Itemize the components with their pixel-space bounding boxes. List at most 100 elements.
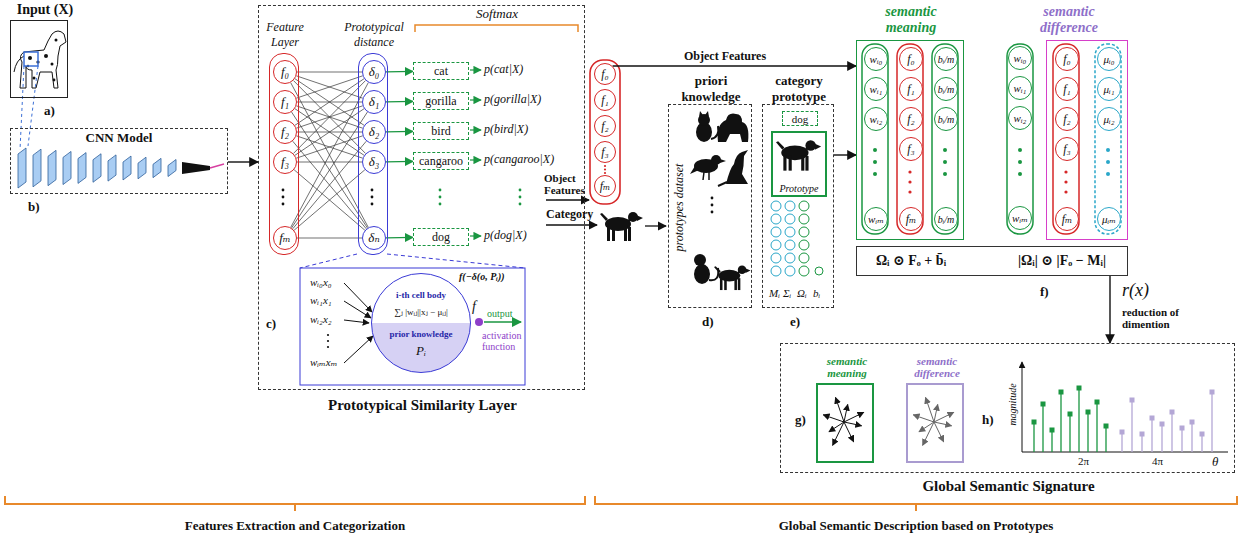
node-text: cat (414, 64, 468, 79)
prototypes-dataset: priori knowledgeprototypes dataset (668, 104, 752, 308)
illustration-part (327, 340, 329, 342)
illustration-part (604, 172, 606, 174)
illustration-part (1064, 180, 1067, 183)
node-text: f₂ (595, 119, 615, 134)
illustration-part (182, 162, 210, 174)
annotation-label: output (487, 308, 513, 319)
node-text: wᵢ₂ (865, 113, 887, 125)
illustration-part (932, 44, 958, 234)
node-text: prototypes dataset (672, 158, 687, 258)
category-dog (600, 212, 643, 241)
illustration-part (711, 211, 714, 214)
node-text: f₁ (900, 82, 922, 97)
category-box: gorilla (413, 92, 469, 110)
illustration-part (908, 180, 911, 183)
illustration-part (934, 412, 954, 422)
node-text: μᵢ₂ (1098, 113, 1120, 125)
illustration-part (1041, 402, 1046, 407)
connector (296, 76, 362, 98)
illustration-part (785, 227, 795, 237)
feature-neuron: f₁ (1055, 77, 1079, 101)
illustration-part (1053, 44, 1079, 234)
annotation-label: h) (982, 412, 994, 428)
difference-signature: semantic difference (906, 383, 964, 463)
node-text: f₂ (274, 124, 296, 140)
connector (386, 161, 413, 163)
inset-frame (300, 254, 525, 385)
illustration-part (18, 148, 26, 188)
feature-neuron: f₂ (594, 115, 616, 137)
annotation-label: p(gorilla|X) (484, 92, 541, 107)
node-text: f₀ (900, 52, 922, 67)
annotation-label: f(−δ(o, Pᵢ)) (459, 271, 505, 282)
illustration-part (1211, 392, 1212, 452)
node-text: bird (414, 124, 468, 139)
illustration-part (344, 301, 371, 318)
connector (295, 109, 364, 156)
illustration-part (815, 267, 823, 275)
illustration-part (1106, 160, 1110, 164)
connector (295, 79, 364, 126)
illustration-part (371, 203, 374, 206)
illustration-part (799, 214, 809, 224)
node-text: semantic meaning (866, 4, 956, 36)
illustration-part (1059, 390, 1064, 395)
illustration-part (829, 422, 844, 432)
bias-neuron: bᵢ/m (934, 107, 958, 131)
input-image: Input (X) (10, 20, 68, 98)
illustration-part (1170, 410, 1175, 415)
category-to-priori-arrow (645, 225, 666, 226)
node-text: wᵢ₂ (1009, 112, 1031, 124)
edge-label: r(x) (1120, 280, 1151, 301)
illustration-part (919, 422, 934, 432)
node-text: category prototype (759, 73, 839, 105)
node-text: fₘ (900, 212, 922, 227)
softmax-bracket (415, 25, 578, 32)
illustration-part (53, 79, 56, 82)
illustration-part (1060, 392, 1061, 452)
probability-arrows (470, 70, 481, 236)
distance-neuron: δ₂ (362, 120, 386, 144)
illustration-part (1141, 434, 1142, 452)
annotation-label: a) (44, 103, 55, 119)
illustration-part (934, 404, 938, 422)
node-text: Global Semantic Signature (781, 478, 1236, 495)
illustration-part (1096, 402, 1097, 452)
illustration-part (785, 240, 795, 250)
illustration-part (439, 189, 442, 192)
node-text: fₘ (1056, 212, 1078, 227)
weight-neuron: wᵢ₂ (864, 107, 888, 131)
illustration-part (718, 182, 727, 186)
illustration-part (1161, 424, 1162, 452)
illustration-part (33, 149, 41, 187)
illustration-part (897, 44, 923, 234)
annotation-label: 4π (1152, 455, 1163, 467)
illustration-part (168, 160, 176, 177)
illustration-part (799, 240, 809, 250)
illustration-part (908, 170, 911, 173)
receptive-field (20, 52, 38, 150)
illustration-part (519, 203, 522, 206)
feature-neuron: fₘ (899, 207, 923, 231)
illustration-part (1064, 190, 1067, 193)
weight-neuron: wᵢ₀ (1008, 46, 1032, 70)
illustration-part (371, 196, 374, 199)
illustration-part (1140, 432, 1145, 437)
illustration-part (771, 266, 781, 276)
illustration-part (873, 160, 877, 164)
illustration-part (1210, 390, 1215, 395)
illustration-part (282, 196, 285, 199)
node-text: wᵢₘ (1009, 212, 1031, 225)
feature-neuron: f₀ (594, 63, 616, 85)
illustration-part (873, 172, 877, 176)
weight-neuron: wᵢₘ (1008, 206, 1032, 230)
illustration-part (20, 66, 24, 150)
illustration-part (694, 254, 718, 284)
edge-label: Object Features (682, 49, 768, 64)
node-text: f₃ (1056, 142, 1078, 157)
weight-neuron: wᵢ₁ (1008, 76, 1032, 100)
illustration-part (943, 172, 947, 176)
illustration-part (1018, 148, 1022, 152)
illustration-part (771, 253, 781, 263)
illustration-part (1018, 172, 1022, 176)
